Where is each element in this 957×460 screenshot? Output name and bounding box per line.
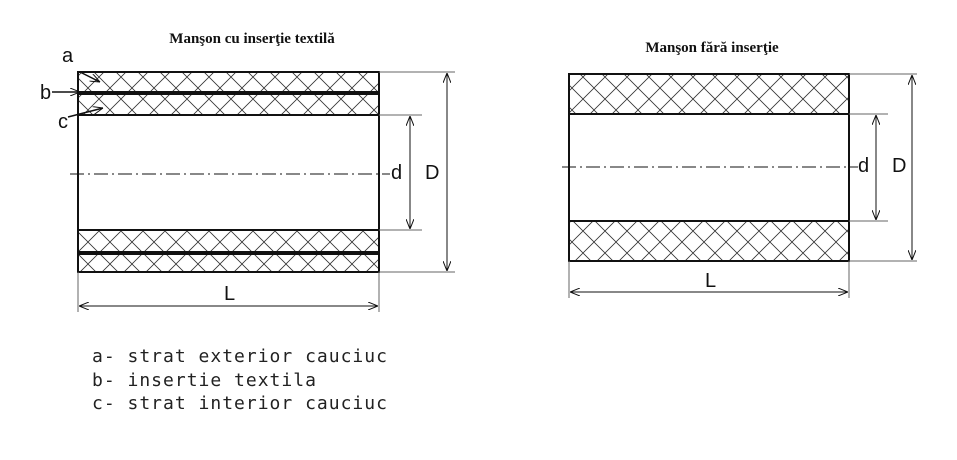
dim-D-label: D: [425, 162, 439, 184]
legend-item-c: c- strat interior cauciuc: [92, 393, 388, 414]
dim-d-label: d: [858, 155, 869, 177]
right-title: Manşon fără inserţie: [645, 40, 779, 56]
dim-d-label: d: [391, 162, 402, 184]
sleeve-with-textile-insert: Manşon cu inserţie textilă a b c d D L: [40, 31, 455, 312]
legend-item-a: a- strat exterior cauciuc: [92, 346, 388, 367]
legend: a- strat exterior cauciuc b- insertie te…: [92, 346, 388, 414]
sleeve-outline: [77, 71, 380, 273]
dim-L-label: L: [224, 283, 235, 305]
dim-D-label: D: [892, 155, 906, 177]
legend-item-b: b- insertie textila: [92, 370, 317, 391]
callout-a: a: [62, 45, 74, 67]
dim-L-label: L: [705, 270, 716, 292]
callout-b: b: [40, 82, 51, 104]
callout-c: c: [58, 111, 68, 133]
sleeve-without-insert: Manşon fără inserţie d D L: [562, 40, 917, 298]
left-title: Manşon cu inserţie textilă: [169, 31, 335, 47]
